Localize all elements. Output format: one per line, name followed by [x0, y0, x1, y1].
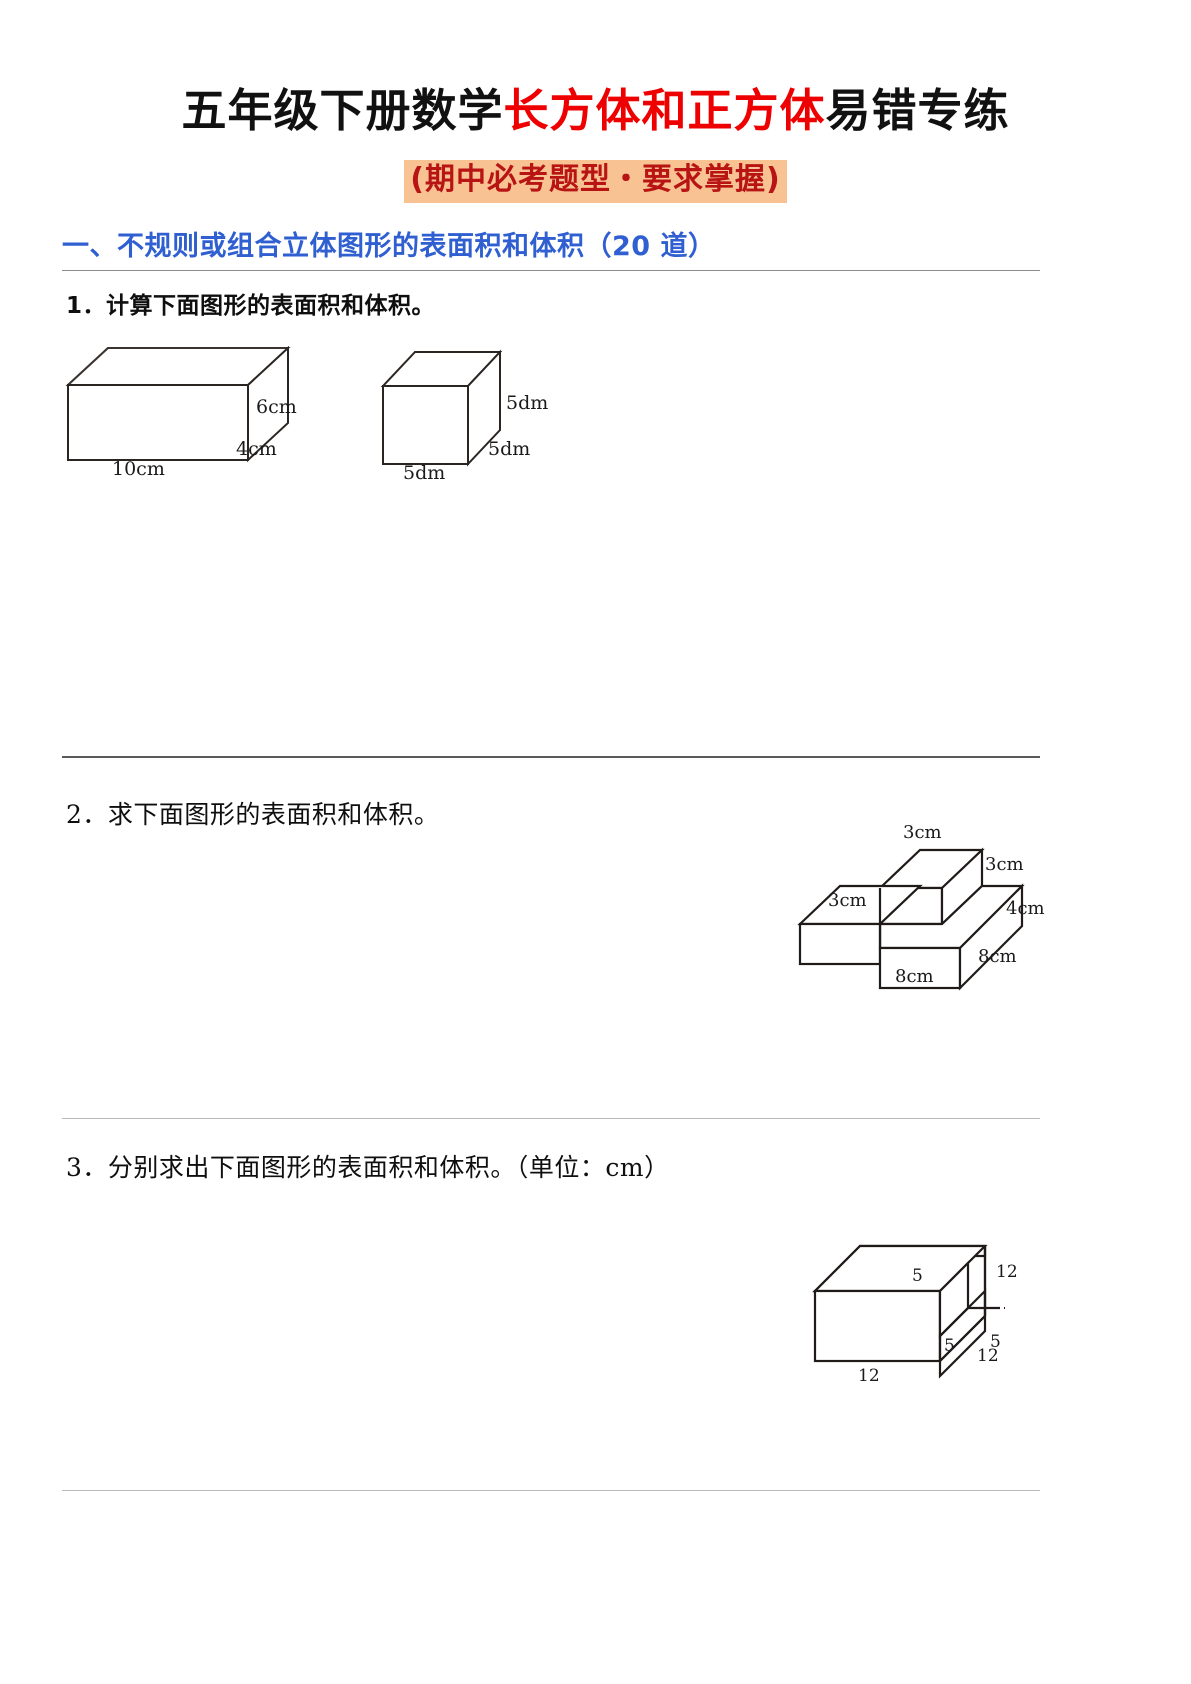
question-3-divider [62, 1490, 1040, 1491]
dim-staircase-riser-height: 3cm [828, 890, 867, 911]
dim-prism-width: 10cm [112, 458, 165, 480]
figure-cube-with-notch: 5 5 5 12 12 12 [800, 1196, 1030, 1386]
figure-staircase-solid: 3cm 3cm 3cm 4cm 8cm 8cm [760, 822, 1045, 998]
figure-cube: 5dm 5dm 5dm [375, 330, 575, 484]
dim-cube3-width: 12 [858, 1366, 880, 1386]
dim-cube3-depth: 12 [977, 1346, 999, 1366]
dim-staircase-depth: 8cm [978, 946, 1017, 967]
dim-staircase-front-width: 8cm [895, 966, 934, 987]
section-divider [62, 270, 1040, 271]
question-1-divider [62, 756, 1040, 758]
dim-staircase-top-width: 3cm [903, 822, 942, 843]
page-subtitle: (期中必考题型・要求掌握) [404, 160, 787, 203]
dim-notch-left: 5 [912, 1266, 923, 1286]
dim-cube-depth: 5dm [488, 438, 531, 460]
dim-prism-depth: 4cm [236, 438, 277, 460]
figure-rectangular-prism: 6cm 4cm 10cm [60, 330, 310, 480]
subtitle-container: (期中必考题型・要求掌握) [0, 160, 1191, 203]
page-title: 五年级下册数学长方体和正方体易错专练 [0, 74, 1191, 139]
dim-staircase-total-height: 4cm [1006, 898, 1045, 919]
question-3-text: 3．分别求出下面图形的表面积和体积。（单位：cm） [66, 1153, 670, 1182]
dim-cube-height: 5dm [506, 392, 549, 414]
question-2-text: 2．求下面图形的表面积和体积。 [66, 800, 440, 829]
dim-notch-bottom: 5 [944, 1336, 955, 1356]
question-1-text: 1．计算下面图形的表面积和体积。 [66, 293, 436, 319]
page-title-part-highlight: 长方体和正方体 [503, 84, 826, 137]
section-header: 一、不规则或组合立体图形的表面积和体积（20 道） [62, 231, 716, 262]
dim-cube3-height: 12 [996, 1262, 1018, 1282]
dim-prism-height: 6cm [256, 396, 297, 418]
dim-cube-width: 5dm [403, 462, 446, 484]
question-2-divider [62, 1118, 1040, 1119]
dim-notch-right: 5 [990, 1332, 1001, 1352]
dim-staircase-step-height: 3cm [985, 854, 1024, 875]
page-title-part-1: 五年级下册数学 [181, 84, 504, 137]
page-title-part-2: 易错专练 [825, 84, 1010, 137]
